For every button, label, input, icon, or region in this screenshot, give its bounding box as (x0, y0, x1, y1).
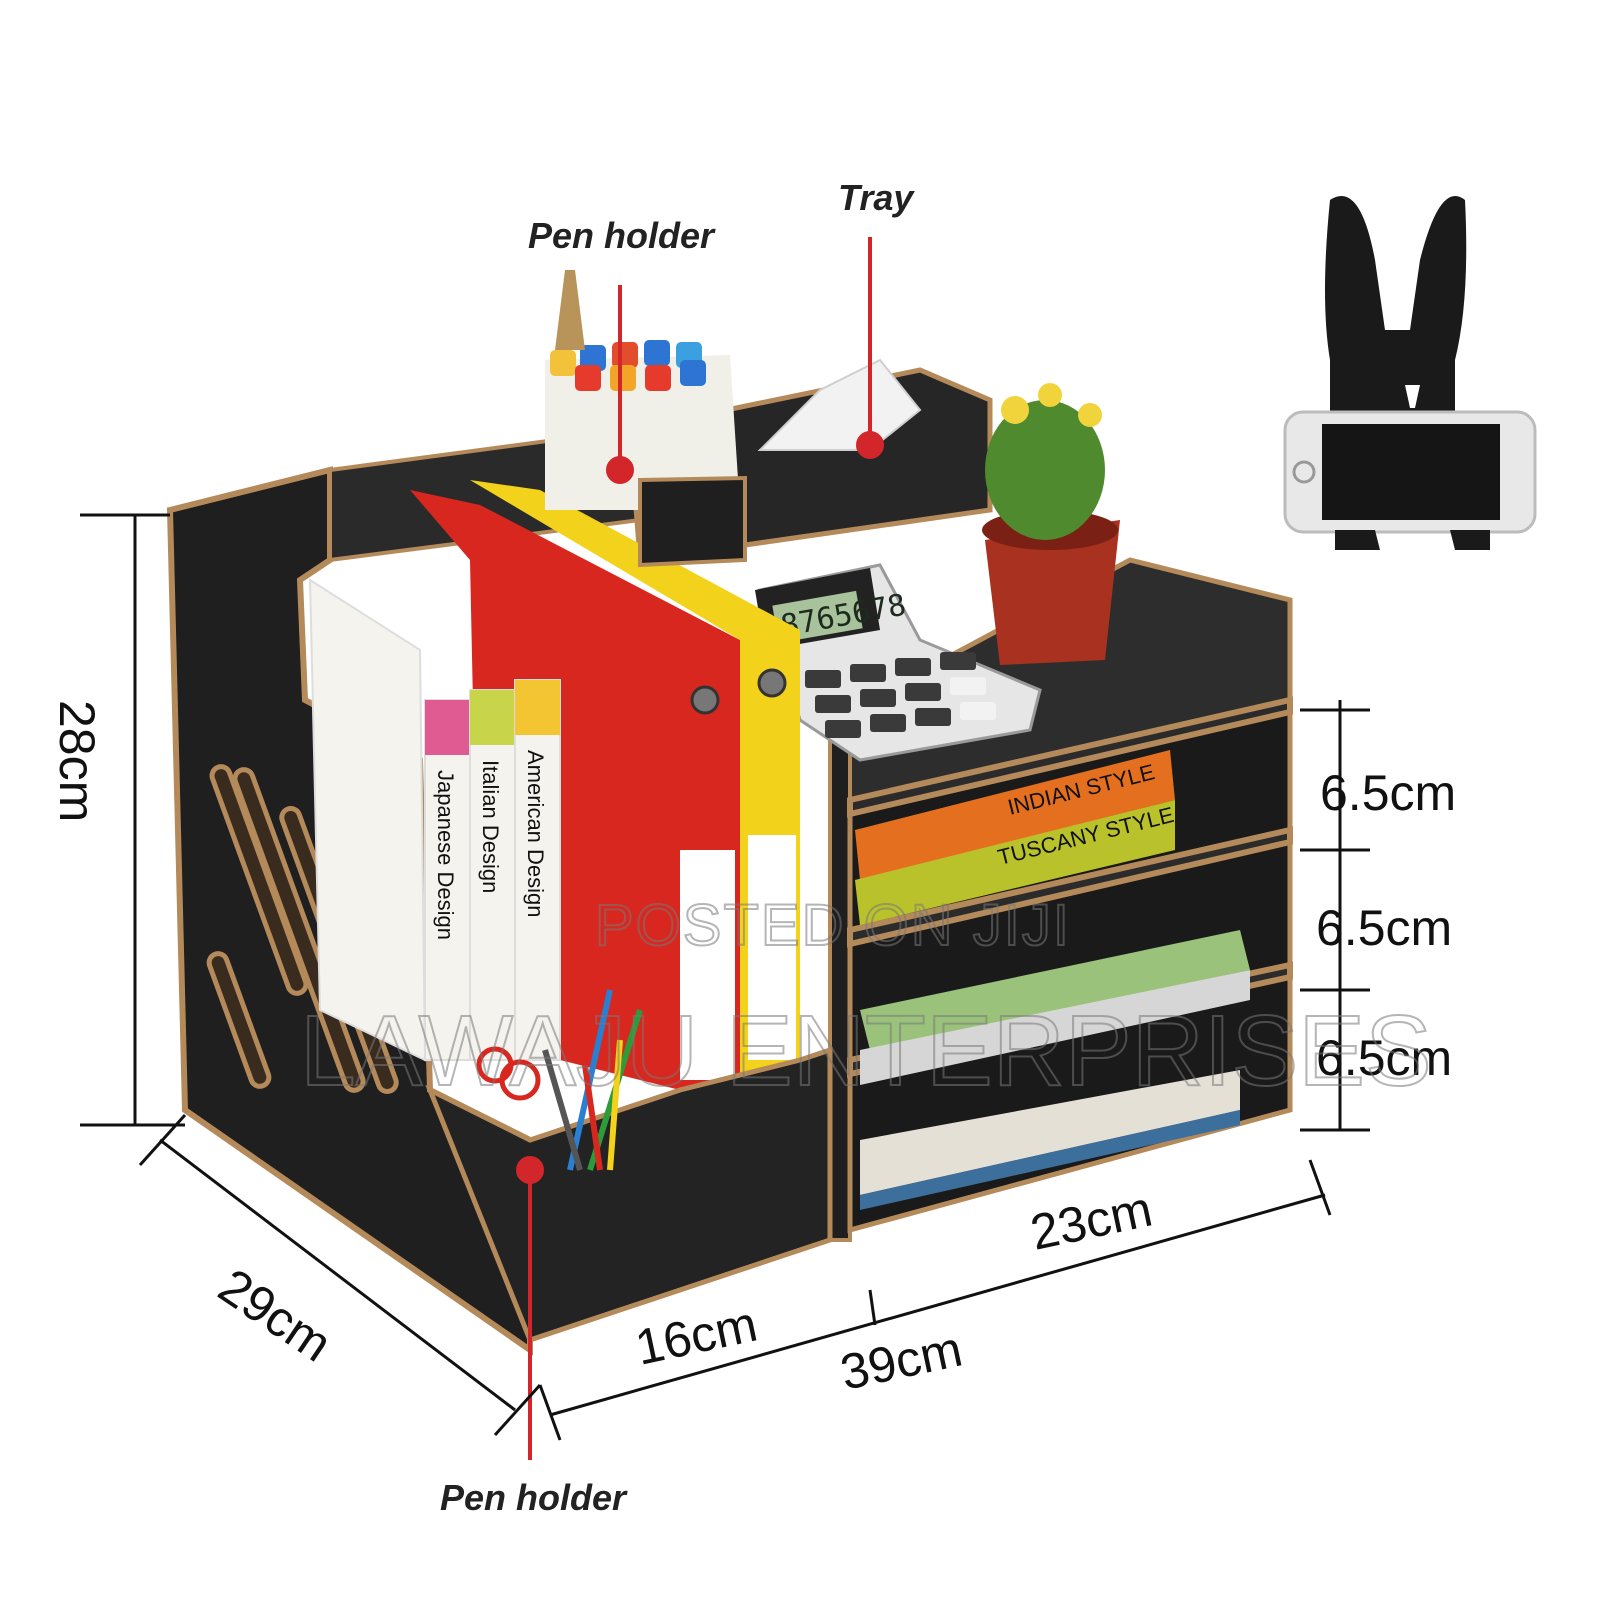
spine-italian-design: Italian Design (478, 760, 503, 893)
dimension-depth: 29cm (209, 1258, 342, 1373)
green-book (855, 800, 1175, 925)
phone (1283, 410, 1537, 534)
binder-label-yellow (748, 835, 796, 1060)
eiffel-tower-ornament (555, 270, 585, 350)
dimension-shelf-2: 6.5cm (1316, 900, 1452, 956)
callout-tray: Tray (838, 177, 915, 218)
rabbit-ears (1325, 196, 1467, 420)
desk-organizer: INDIAN STYLE TUSCANY STYLE 8765678 (166, 270, 1293, 1356)
dimension-left-width: 16cm (631, 1296, 762, 1376)
dimension-lines (80, 513, 1370, 1441)
calculator-keys (805, 652, 996, 738)
watermark-posted-on-jiji: POSTED ON JIJI (595, 893, 1071, 958)
pens-and-scissors (476, 989, 643, 1171)
callout-pen-holder-bottom: Pen holder (440, 1477, 628, 1518)
cactus-plant (982, 383, 1120, 665)
dimension-total-width: 39cm (836, 1321, 967, 1401)
marker-caps (550, 340, 706, 391)
callout-pen-holder-top: Pen holder (528, 215, 716, 256)
watermark-lawaju-enterprises: LAWAJU ENTERPRISES (300, 995, 1432, 1107)
spine-american-design: American Design (523, 750, 548, 918)
left-section-books: Japanese Design Italian Design American … (308, 480, 800, 1090)
tissue (757, 358, 922, 451)
top-pen-holder (545, 270, 747, 568)
rabbit-nose (1405, 385, 1420, 408)
callout-lines (516, 237, 884, 1460)
blue-book (860, 1110, 1240, 1210)
dimension-shelf-3: 6.5cm (1316, 1030, 1452, 1086)
shelf-books: INDIAN STYLE TUSCANY STYLE (855, 750, 1250, 1210)
spine-japanese-design: Japanese Design (433, 770, 458, 940)
rabbit-phone-stand (1283, 196, 1537, 550)
notebook-green (860, 930, 1250, 1050)
binder-label-red (680, 850, 735, 1080)
dimension-height: 28cm (49, 700, 105, 822)
book-japanese (308, 578, 427, 1062)
spiral-notebooks (860, 1070, 1240, 1195)
orange-book (855, 750, 1175, 880)
calculator: 8765678 (755, 563, 1042, 762)
dimension-shelf-1: 6.5cm (1320, 765, 1456, 821)
notebook-stack (860, 970, 1250, 1085)
